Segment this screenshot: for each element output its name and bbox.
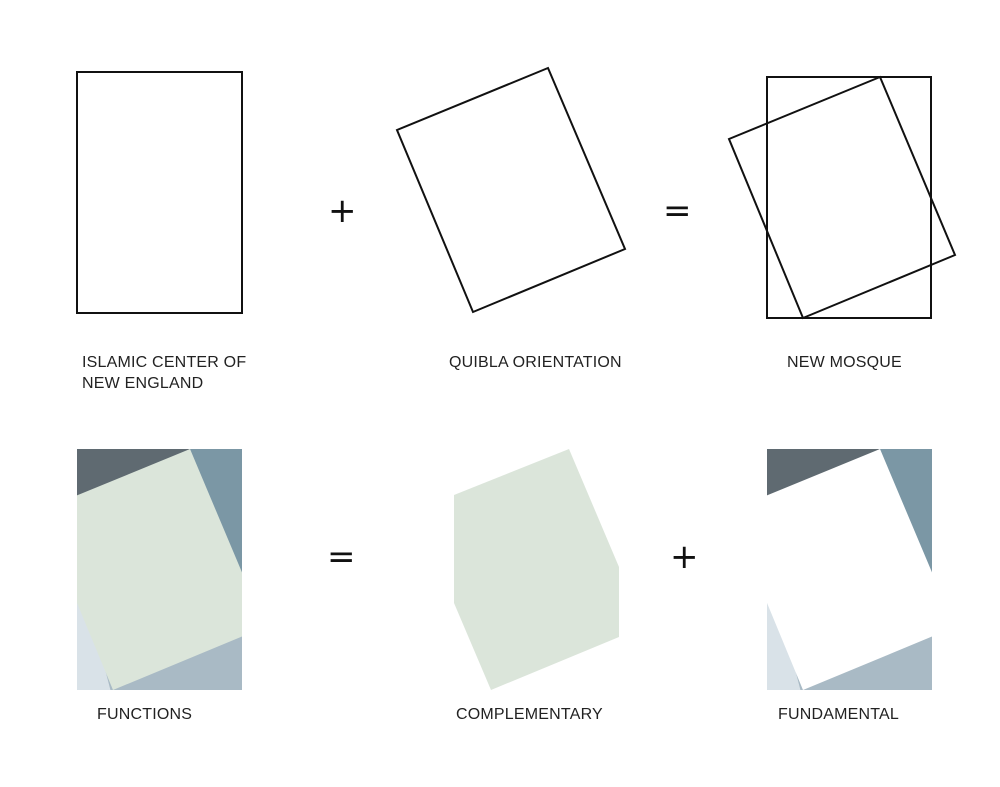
label-new-mosque: NEW MOSQUE <box>787 354 902 371</box>
equals-operator: = <box>327 537 356 577</box>
new-mosque-rotated-rectangle <box>727 75 957 320</box>
fundamental-composition <box>767 449 932 690</box>
label-islamic-center: ISLAMIC CENTER OF NEW ENGLAND <box>82 352 246 394</box>
label-line: NEW ENGLAND <box>82 375 204 392</box>
label-fundamental: FUNDAMENTAL <box>778 706 900 723</box>
label-functions: FUNCTIONS <box>97 706 193 723</box>
complementary-shape <box>454 449 619 690</box>
quibla-rotated-rectangle <box>395 66 627 314</box>
label-complementary: COMPLEMENTARY <box>456 706 603 723</box>
plus-operator: + <box>328 191 357 231</box>
green-core <box>77 449 242 690</box>
plus-operator: + <box>670 537 699 577</box>
functions-composition <box>77 449 242 690</box>
label-quibla-orientation: QUIBLA ORIENTATION <box>449 354 622 371</box>
equals-operator: = <box>663 191 692 231</box>
islamic-center-rectangle <box>76 71 243 314</box>
label-line: ISLAMIC CENTER OF <box>82 354 247 371</box>
